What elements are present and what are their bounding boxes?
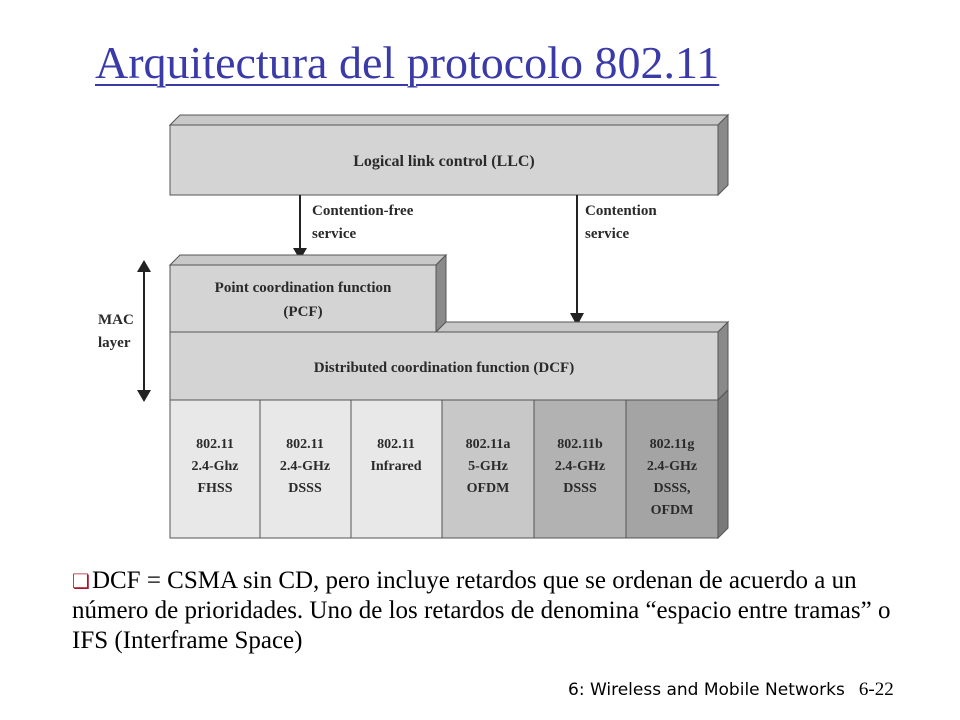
contention-free-label-1: Contention-free [312,203,414,219]
bullet-icon: ❏ [72,569,90,593]
pcf-label-1: Point coordination function [215,280,392,296]
pcf-box: Point coordination function (PCF) [168,253,448,334]
architecture-diagram: Logical link control (LLC) Contention-fr… [98,113,730,540]
svg-text:802.11: 802.11 [377,437,415,452]
phy-box-3: 802.11 Infrared [350,399,443,539]
svg-text:OFDM: OFDM [467,481,510,496]
svg-text:2.4-GHz: 2.4-GHz [647,459,697,474]
dcf-box: Distributed coordination function (DCF) [169,320,730,402]
phy-box-2: 802.11 2.4-GHz DSSS [259,399,352,539]
footer-chapter: 6: Wireless and Mobile Networks [568,680,845,700]
svg-text:OFDM: OFDM [651,503,694,518]
page-title: Arquitectura del protocolo 802.11 [95,37,720,88]
bullet-text: DCF = CSMA sin CD, pero incluye retardos… [72,567,891,654]
llc-box: Logical link control (LLC) [168,113,730,197]
mac-label-2: layer [98,335,131,351]
svg-text:FHSS: FHSS [197,481,232,496]
svg-text:2.4-Ghz: 2.4-Ghz [191,459,238,474]
phy-box-5: 802.11b 2.4-GHz DSSS [533,399,627,539]
svg-text:DSSS: DSSS [563,481,597,496]
bullet-paragraph: ❏DCF = CSMA sin CD, pero incluye retardo… [72,566,892,656]
svg-text:802.11a: 802.11a [466,437,511,452]
contention-free-label-2: service [312,226,356,242]
svg-text:DSSS,: DSSS, [654,481,691,496]
dcf-label: Distributed coordination function (DCF) [314,360,574,376]
svg-text:802.11b: 802.11b [557,437,603,452]
mac-label-1: MAC [98,312,134,328]
svg-text:802.11: 802.11 [196,437,234,452]
contention-label-2: service [585,226,629,242]
page-number: 6-22 [858,679,894,700]
svg-text:5-GHz: 5-GHz [468,459,508,474]
svg-text:2.4-GHz: 2.4-GHz [555,459,605,474]
phy-box-4: 802.11a 5-GHz OFDM [441,399,535,539]
svg-text:2.4-GHz: 2.4-GHz [280,459,330,474]
llc-label: Logical link control (LLC) [353,153,535,170]
phy-box-6: 802.11g 2.4-GHz DSSS, OFDM [625,399,719,539]
pcf-label-2: (PCF) [283,304,322,320]
svg-text:DSSS: DSSS [288,481,322,496]
contention-label-1: Contention [585,203,657,219]
svg-text:802.11: 802.11 [286,437,324,452]
svg-text:802.11g: 802.11g [650,437,695,452]
phy-box-1: 802.11 2.4-Ghz FHSS [169,399,261,539]
slide-footer: 6: Wireless and Mobile Networks 6-22 [568,679,894,701]
svg-text:Infrared: Infrared [370,459,421,474]
